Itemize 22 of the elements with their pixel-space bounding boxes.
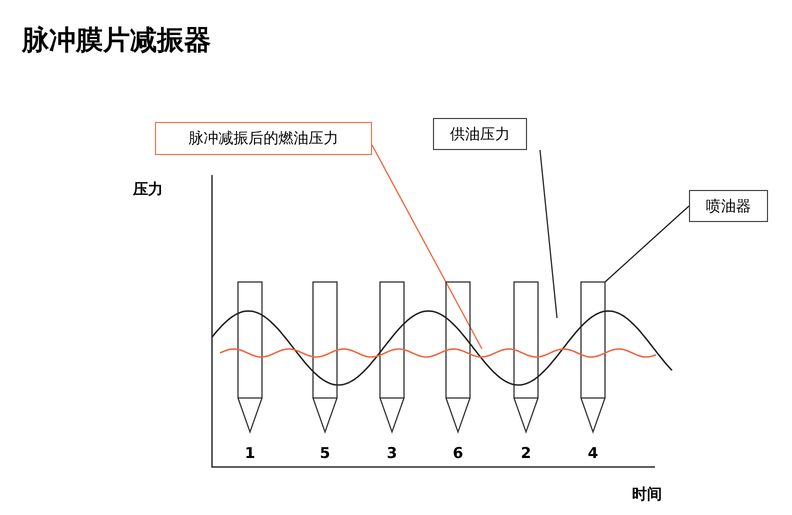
axis-label: 压力 <box>133 180 163 199</box>
injector-drawing <box>580 281 606 434</box>
leader-line <box>539 150 558 318</box>
injector-drawing <box>237 281 263 434</box>
callout-box: 供油压力 <box>433 118 527 150</box>
injector-number: 4 <box>587 444 599 462</box>
leader-line <box>371 144 483 350</box>
injector-drawing <box>379 281 405 434</box>
injector-number: 3 <box>386 444 398 462</box>
pressure-curve <box>211 310 673 386</box>
axis-label: 时间 <box>632 485 662 504</box>
injector-number: 1 <box>244 444 256 462</box>
callout-box: 脉冲减振后的燃油压力 <box>155 122 372 155</box>
callout-box: 喷油器 <box>689 190 768 222</box>
injector-number: 6 <box>452 444 464 462</box>
injector-drawing <box>513 281 539 434</box>
injector-drawing <box>445 281 471 434</box>
leader-line <box>604 206 690 282</box>
injector-number: 2 <box>520 444 532 462</box>
title: 脉冲膜片减振器 <box>22 24 211 58</box>
injector-number: 5 <box>319 444 331 462</box>
injector-drawing <box>312 281 338 434</box>
